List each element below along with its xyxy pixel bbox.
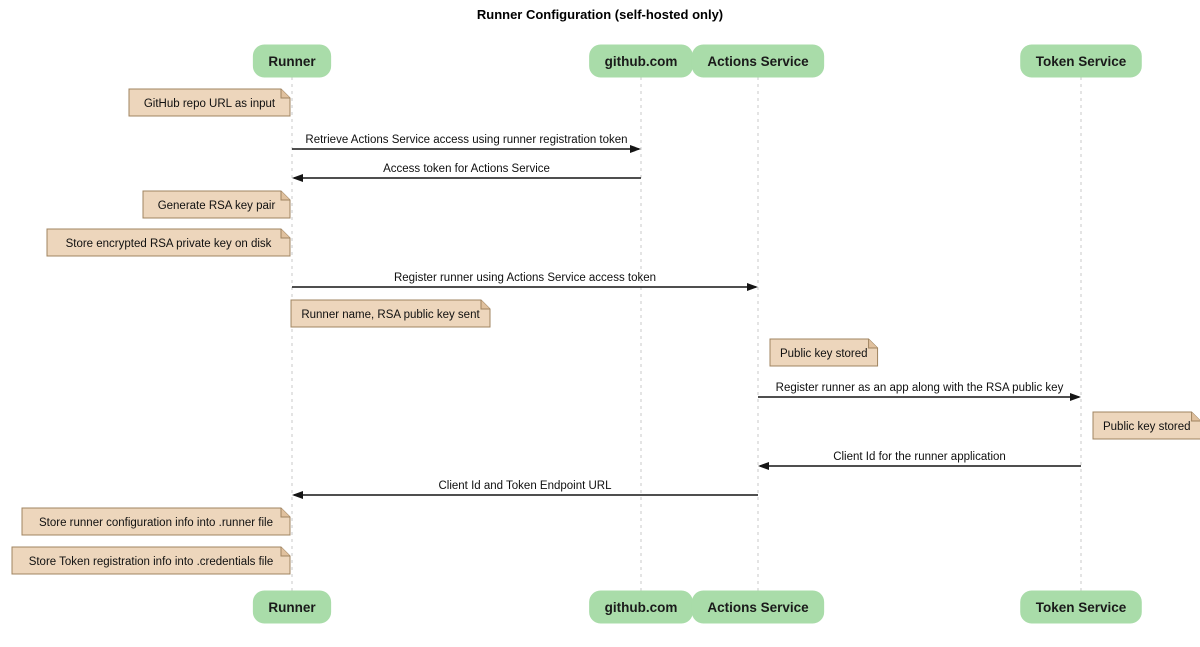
note-label: Runner name, RSA public key sent	[301, 309, 480, 321]
note-body	[769, 338, 879, 367]
note-label: Store runner configuration info into .ru…	[39, 517, 273, 529]
note-7: Store runner configuration info into .ru…	[21, 507, 291, 536]
message-5: Client Id for the runner application	[758, 451, 1081, 470]
note-label: Store encrypted RSA private key on disk	[66, 238, 272, 250]
note-body	[1092, 411, 1200, 440]
participant-label: Runner	[268, 600, 316, 615]
messages-group: Retrieve Actions Service access using ru…	[292, 134, 1081, 499]
participant-github-top[interactable]: github.com	[589, 44, 693, 78]
participant-box	[252, 44, 332, 78]
message-1: Retrieve Actions Service access using ru…	[292, 134, 641, 153]
note-fold-corner	[280, 89, 290, 99]
note-label: Generate RSA key pair	[158, 200, 276, 212]
note-5: Public key stored	[769, 338, 879, 367]
participant-label: Actions Service	[707, 54, 809, 69]
lifelines-group	[291, 77, 1082, 591]
participant-token-bottom[interactable]: Token Service	[1020, 590, 1142, 624]
message-label: Client Id for the runner application	[833, 451, 1006, 463]
participant-runner-top[interactable]: Runner	[252, 44, 332, 78]
diagram-title-group: Runner Configuration (self-hosted only)	[477, 7, 723, 22]
note-body	[128, 88, 291, 117]
message-label: Access token for Actions Service	[383, 163, 550, 175]
note-8: Store Token registration info into .cred…	[11, 546, 291, 575]
participant-label: Runner	[268, 54, 316, 69]
participant-label: github.com	[605, 600, 678, 615]
participants-group: RunnerRunnergithub.comgithub.comActions …	[252, 44, 1142, 624]
note-body	[290, 299, 491, 328]
note-2: Generate RSA key pair	[142, 190, 291, 219]
message-label: Register runner as an app along with the…	[776, 382, 1064, 394]
participant-label: github.com	[605, 54, 678, 69]
message-2: Access token for Actions Service	[292, 163, 641, 182]
message-label: Retrieve Actions Service access using ru…	[305, 134, 627, 146]
diagram-title: Runner Configuration (self-hosted only)	[477, 7, 723, 22]
note-body	[11, 546, 291, 575]
message-6: Client Id and Token Endpoint URL	[292, 480, 758, 499]
participant-github-bottom[interactable]: github.com	[589, 590, 693, 624]
participant-box	[691, 44, 825, 78]
participant-actions-bottom[interactable]: Actions Service	[691, 590, 825, 624]
note-3: Store encrypted RSA private key on disk	[46, 228, 291, 257]
note-body	[142, 190, 291, 219]
arrowhead-left	[292, 491, 303, 499]
arrowhead-right	[747, 283, 758, 291]
arrowhead-right	[1070, 393, 1081, 401]
note-label: Store Token registration info into .cred…	[29, 556, 274, 568]
note-fold-corner	[480, 300, 490, 310]
arrowhead-left	[292, 174, 303, 182]
message-4: Register runner as an app along with the…	[758, 382, 1081, 401]
note-fold-corner	[280, 191, 290, 201]
note-4: Runner name, RSA public key sent	[290, 299, 491, 328]
note-1: GitHub repo URL as input	[128, 88, 291, 117]
participant-box	[252, 590, 332, 624]
note-label: Public key stored	[780, 348, 868, 360]
note-label: Public key stored	[1103, 421, 1191, 433]
participant-actions-top[interactable]: Actions Service	[691, 44, 825, 78]
participant-box	[1020, 44, 1142, 78]
participant-box	[1020, 590, 1142, 624]
participant-runner-bottom[interactable]: Runner	[252, 590, 332, 624]
participant-label: Actions Service	[707, 600, 809, 615]
note-fold-corner	[280, 508, 290, 518]
message-3: Register runner using Actions Service ac…	[292, 272, 758, 291]
message-label: Client Id and Token Endpoint URL	[438, 480, 612, 492]
message-label: Register runner using Actions Service ac…	[394, 272, 656, 284]
note-fold-corner	[868, 339, 878, 349]
participant-box	[691, 590, 825, 624]
arrowhead-right	[630, 145, 641, 153]
note-fold-corner	[280, 547, 290, 557]
note-body	[46, 228, 291, 257]
note-fold-corner	[1191, 412, 1200, 422]
note-6: Public key stored	[1092, 411, 1200, 440]
arrowhead-left	[758, 462, 769, 470]
participant-token-top[interactable]: Token Service	[1020, 44, 1142, 78]
participant-label: Token Service	[1036, 54, 1127, 69]
participant-label: Token Service	[1036, 600, 1127, 615]
note-fold-corner	[280, 229, 290, 239]
note-body	[21, 507, 291, 536]
note-label: GitHub repo URL as input	[144, 98, 276, 110]
